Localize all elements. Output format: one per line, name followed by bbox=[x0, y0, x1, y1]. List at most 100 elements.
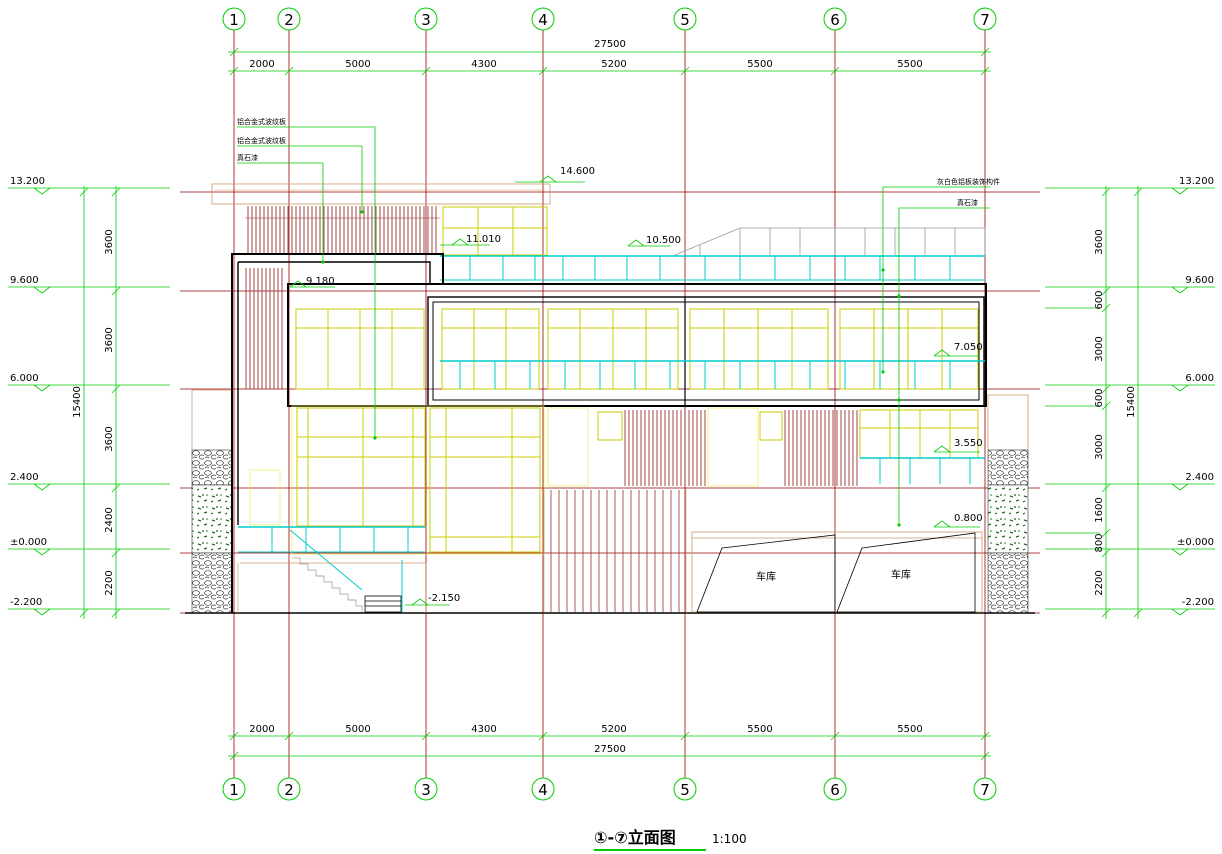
level-right-2400: 2.400 bbox=[1185, 472, 1214, 483]
axis-bubble-top-2 bbox=[277, 7, 301, 31]
right-story-dim-8: 2200 bbox=[1094, 570, 1105, 595]
axis-label-bottom-7: 7 bbox=[980, 781, 990, 799]
building-elevation bbox=[211, 183, 987, 613]
dim-total-top: 27500 bbox=[594, 39, 626, 50]
axis-label-top-5: 5 bbox=[680, 11, 690, 29]
entry-glass-canopy bbox=[238, 526, 425, 612]
right-story-dim-2: 600 bbox=[1094, 290, 1105, 309]
axis-label-top-6: 6 bbox=[830, 11, 840, 29]
dim-bay-top-5: 5500 bbox=[747, 59, 772, 70]
axis-label-bottom-4: 4 bbox=[538, 781, 548, 799]
axis-bubble-top-6 bbox=[823, 7, 847, 31]
dim-bay-bottom-6: 5500 bbox=[897, 724, 922, 735]
note-stone-paint-2: 真石漆 bbox=[957, 198, 978, 207]
elev-7050: 7.050 bbox=[954, 342, 983, 353]
axis-label-bottom-1: 1 bbox=[229, 781, 239, 799]
level-right-9600: 9.600 bbox=[1185, 275, 1214, 286]
garage-label-2: 车库 bbox=[891, 568, 911, 581]
dim-bay-top-4: 5200 bbox=[601, 59, 626, 70]
dim-bay-top-3: 4300 bbox=[471, 59, 496, 70]
elev-14600: 14.600 bbox=[560, 166, 595, 177]
second-floor-louvers bbox=[624, 410, 858, 486]
right-story-dim-7: 800 bbox=[1094, 533, 1105, 552]
leader-dots bbox=[321, 210, 901, 527]
left-story-dim-2: 3600 bbox=[104, 327, 115, 352]
right-stone-base bbox=[987, 552, 1029, 614]
roof-canopy bbox=[211, 183, 551, 205]
dim-bay-top-6: 5500 bbox=[897, 59, 922, 70]
dim-bay-bottom-5: 5500 bbox=[747, 724, 772, 735]
left-terrace-outline bbox=[191, 389, 232, 450]
inner-elevation-marks bbox=[289, 175, 980, 606]
left-louvers-3f bbox=[245, 268, 283, 389]
level-right-13200: 13.200 bbox=[1179, 176, 1214, 187]
right-story-dim-6: 1600 bbox=[1094, 497, 1105, 522]
level-left-9600: 9.600 bbox=[10, 275, 39, 286]
elev-3550: 3.550 bbox=[954, 438, 983, 449]
level-left-2400: 2.400 bbox=[10, 472, 39, 483]
level-marks-right bbox=[1045, 186, 1215, 619]
axis-label-top-1: 1 bbox=[229, 11, 239, 29]
right-story-dim-4: 600 bbox=[1094, 388, 1105, 407]
axis-label-bottom-2: 2 bbox=[284, 781, 294, 799]
dim-bay-bottom-2: 5000 bbox=[345, 724, 370, 735]
basement-stair bbox=[240, 557, 425, 612]
right-story-dim-1: 3600 bbox=[1094, 229, 1105, 254]
level-left-0000: ±0.000 bbox=[10, 537, 47, 548]
left-earth-fill bbox=[191, 484, 233, 554]
sloped-roof-canopy bbox=[674, 227, 986, 256]
note-aluminum-decor: 灰白色铝板装饰构件 bbox=[937, 177, 1000, 186]
left-story-dim-5: 2200 bbox=[104, 570, 115, 595]
third-floor-glass-railing bbox=[440, 360, 985, 389]
dim-bay-bottom-1: 2000 bbox=[249, 724, 274, 735]
axis-bubble-bottom-6 bbox=[823, 777, 847, 801]
left-story-dim-1: 3600 bbox=[104, 229, 115, 254]
wall-outline bbox=[231, 253, 987, 613]
left-dim-ticks bbox=[79, 187, 121, 618]
right-earth-fill bbox=[987, 484, 1029, 554]
axis-bubble-top-3 bbox=[414, 7, 438, 31]
elev-0800: 0.800 bbox=[954, 513, 983, 524]
axis-bubble-bottom-1 bbox=[222, 777, 246, 801]
elev-10500: 10.500 bbox=[646, 235, 681, 246]
axis-label-top-4: 4 bbox=[538, 11, 548, 29]
ground-retaining-walls bbox=[185, 389, 1035, 614]
note-aluminum-panel-2: 铝合金式波纹板 bbox=[237, 136, 286, 145]
axis-label-bottom-6: 6 bbox=[830, 781, 840, 799]
left-stone-base bbox=[191, 552, 233, 614]
axis-label-top-3: 3 bbox=[421, 11, 431, 29]
drawing-title: ①-⑦立面图 bbox=[594, 828, 676, 847]
right-total-height: 15400 bbox=[1126, 386, 1137, 418]
right-story-dim-5: 3000 bbox=[1094, 434, 1105, 459]
axis-label-top-7: 7 bbox=[980, 11, 990, 29]
axis-label-bottom-3: 3 bbox=[421, 781, 431, 799]
garage-label-1: 车库 bbox=[756, 570, 776, 583]
second-floor-frames bbox=[249, 405, 759, 555]
axis-bubble-bottom-3 bbox=[414, 777, 438, 801]
axis-bubble-top-1 bbox=[222, 7, 246, 31]
horizontal-dimensions-bottom bbox=[228, 731, 991, 761]
dim-bay-bottom-3: 4300 bbox=[471, 724, 496, 735]
second-floor-glass-railing bbox=[860, 457, 985, 484]
dim-ticks-bottom bbox=[229, 731, 990, 761]
elev-9180: 9.180 bbox=[306, 276, 335, 287]
right-terrace-outline bbox=[987, 394, 1029, 450]
axis-bubble-top-5 bbox=[673, 7, 697, 31]
roof-glass-railing bbox=[440, 255, 985, 281]
left-total-height: 15400 bbox=[72, 386, 83, 418]
right-stone-wall bbox=[987, 449, 1029, 486]
note-stone-paint-1: 真石漆 bbox=[237, 153, 258, 162]
second-floor-windows bbox=[296, 407, 979, 553]
axis-bubble-top-7 bbox=[973, 7, 997, 31]
level-left-6000: 6.000 bbox=[10, 373, 39, 384]
level-right-6000: 6.000 bbox=[1185, 373, 1214, 384]
annotation-leaders bbox=[237, 126, 990, 525]
left-story-dim-4: 2400 bbox=[104, 507, 115, 532]
top-floor-louvers bbox=[247, 206, 437, 254]
level-left-13200: 13.200 bbox=[10, 176, 45, 187]
level-left-2200: -2.200 bbox=[10, 597, 42, 608]
dim-total-bottom: 27500 bbox=[594, 744, 626, 755]
dim-bay-bottom-4: 5200 bbox=[601, 724, 626, 735]
garage-openings bbox=[691, 531, 983, 613]
left-stone-wall bbox=[191, 449, 233, 486]
